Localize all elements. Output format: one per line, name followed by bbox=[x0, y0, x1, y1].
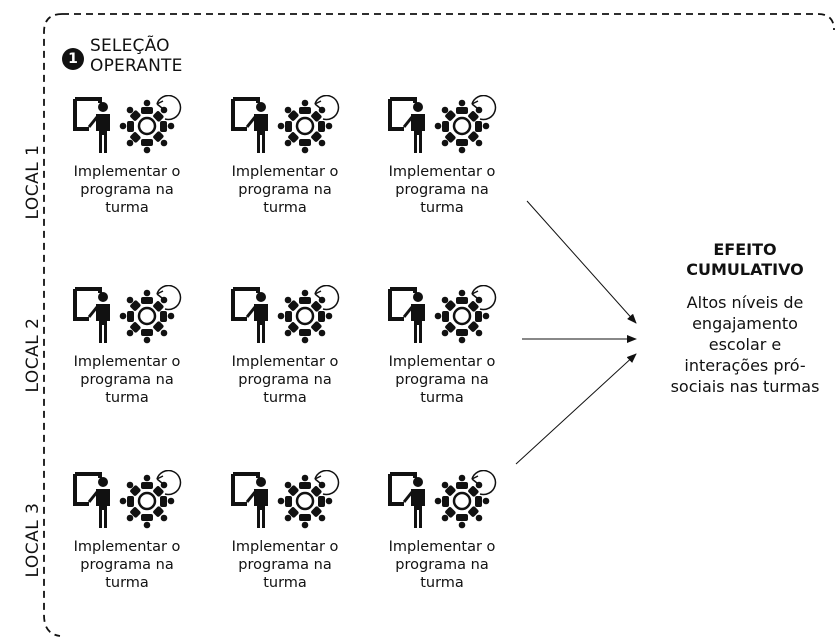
teacher-with-class-icon bbox=[231, 285, 340, 344]
step-header: 1 SELEÇÃO OPERANTE bbox=[62, 36, 183, 76]
step-number-badge: 1 bbox=[62, 48, 84, 70]
teacher-with-class-icon bbox=[231, 95, 340, 154]
effect-title: EFEITO CUMULATIVO bbox=[686, 240, 804, 279]
arrow-local-3 bbox=[515, 353, 637, 465]
teacher-with-class-icon bbox=[231, 470, 340, 529]
arrow-local-1 bbox=[526, 200, 637, 324]
teacher-with-class-icon bbox=[73, 470, 182, 529]
teacher-with-class-icon bbox=[73, 285, 182, 344]
teacher-with-class-icon bbox=[388, 285, 497, 344]
teacher-with-class-icon bbox=[388, 95, 497, 154]
step-title: SELEÇÃO OPERANTE bbox=[90, 36, 183, 76]
teacher-with-class-icon bbox=[73, 95, 182, 154]
cumulative-effect: EFEITO CUMULATIVO Altos níveis de engaja… bbox=[660, 240, 830, 397]
effect-description: Altos níveis de engajamento escolar e in… bbox=[670, 293, 820, 396]
teacher-with-class-icon bbox=[388, 470, 497, 529]
